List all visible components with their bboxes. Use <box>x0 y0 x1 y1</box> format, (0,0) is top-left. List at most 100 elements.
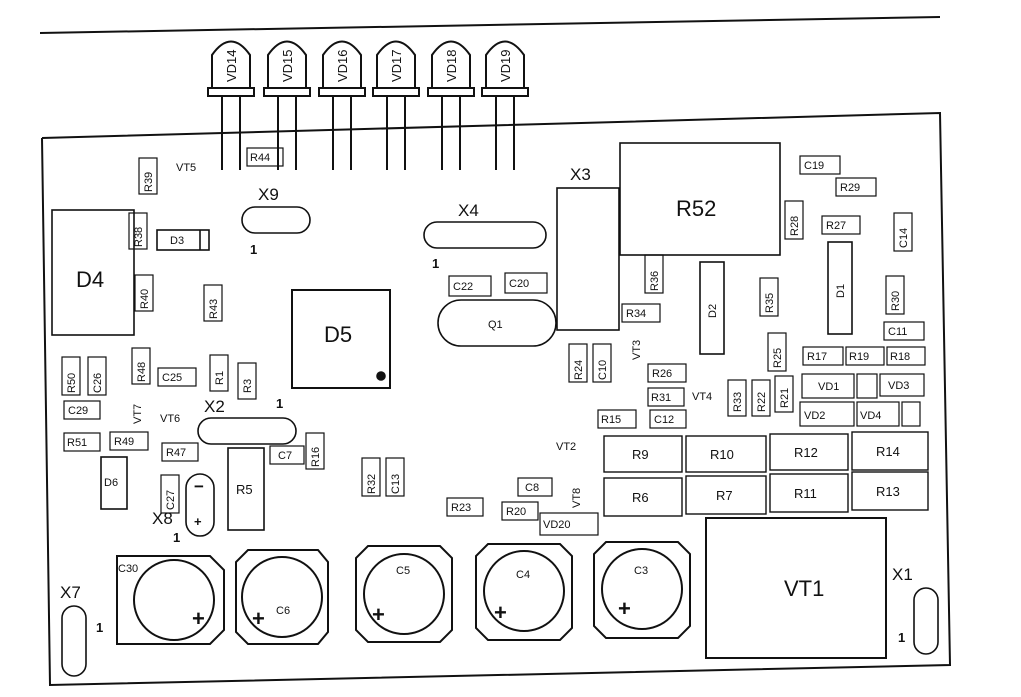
label-c26: C26 <box>92 373 104 393</box>
led-label-vd15: VD15 <box>280 49 295 82</box>
resistor-r10-body <box>685 435 767 473</box>
c6-plus-mark: + <box>252 606 265 631</box>
label-r19: R19 <box>849 351 869 363</box>
label-c13: C13 <box>390 474 402 494</box>
connector-label-x2: X2 <box>204 397 225 416</box>
label-r34: R34 <box>626 308 646 320</box>
label-r26: R26 <box>652 368 672 380</box>
led-labels: VD14 VD15 VD16 VD17 VD18 VD19 <box>224 49 513 82</box>
c5-plus-mark: + <box>372 602 385 627</box>
ic-d4-body <box>51 209 135 336</box>
cap-c5 <box>355 545 453 643</box>
crystal-q1-body <box>437 299 557 347</box>
resistor-r14-body <box>851 431 929 471</box>
led-label-vd16: VD16 <box>335 49 350 82</box>
connector-pin1-x7: 1 <box>96 620 103 635</box>
cap-c4 <box>475 543 573 641</box>
ic-label-d6: D6 <box>104 477 118 489</box>
label-r44: R44 <box>250 152 270 164</box>
label-r31: R31 <box>651 392 671 404</box>
label-c11: C11 <box>888 326 907 338</box>
c3-plus-mark: + <box>618 596 631 621</box>
resistor-r12-body <box>769 433 849 471</box>
label-r17: R17 <box>807 351 827 363</box>
label-c25: C25 <box>162 372 182 384</box>
led-label-vd17: VD17 <box>389 49 404 82</box>
resistor-r5-body <box>227 447 265 531</box>
led-row <box>207 40 529 170</box>
cap-c6 <box>235 549 329 645</box>
label-r10: R10 <box>710 447 734 462</box>
transistor-label-vt1: VT1 <box>784 576 824 601</box>
label-r1: R1 <box>214 371 226 385</box>
top-rule <box>39 16 941 34</box>
x8-plus-mark: + <box>194 514 202 529</box>
led-vd19 <box>481 40 529 170</box>
label-r33: R33 <box>732 392 744 412</box>
ic-label-d2: D2 <box>707 304 719 318</box>
label-r50: R50 <box>66 373 78 393</box>
label-c5: C5 <box>396 565 410 577</box>
connector-x8-body <box>185 473 215 537</box>
resistor-r13-body <box>851 471 929 511</box>
label-c19: C19 <box>804 160 824 172</box>
connector-pin1-x9: 1 <box>250 242 257 257</box>
transistor-vt1-body <box>705 517 887 659</box>
resistor-r9-body <box>603 435 683 473</box>
label-c6: C6 <box>276 605 290 617</box>
label-r3: R3 <box>242 379 254 393</box>
label-r36: R36 <box>649 271 661 291</box>
label-r5: R5 <box>236 482 253 497</box>
label-r47: R47 <box>166 447 186 459</box>
label-r11: R11 <box>794 486 817 501</box>
ic-label-d3: D3 <box>170 235 184 247</box>
connector-x2-body <box>197 417 297 445</box>
label-vt5: VT5 <box>176 162 196 174</box>
board-outline <box>41 111 952 687</box>
label-c10: C10 <box>597 360 609 380</box>
led-label-vd19: VD19 <box>498 49 513 82</box>
label-r16: R16 <box>310 447 322 467</box>
ic-label-d4: D4 <box>76 267 104 292</box>
label-vd2: VD2 <box>804 410 825 422</box>
label-c22: C22 <box>453 281 473 293</box>
resistor-label-r52: R52 <box>676 196 716 221</box>
label-vt4: VT4 <box>692 391 712 403</box>
label-vd1: VD1 <box>818 381 839 393</box>
ic-d1-body <box>827 241 853 335</box>
connector-x9-body <box>241 206 311 234</box>
label-r20: R20 <box>506 506 526 518</box>
label-r9: R9 <box>632 447 649 462</box>
label-r27: R27 <box>826 220 846 232</box>
label-vt3: VT3 <box>631 340 643 360</box>
connector-label-x7: X7 <box>60 583 81 602</box>
label-vt8: VT8 <box>571 488 583 508</box>
c30-plus-mark: + <box>192 606 205 631</box>
resistor-r7-body <box>685 475 767 515</box>
label-r49: R49 <box>114 436 134 448</box>
resistor-r52-body <box>619 142 781 256</box>
label-r38: R38 <box>133 227 145 247</box>
diode-d6-body <box>100 456 128 510</box>
ic-label-d5: D5 <box>324 322 352 347</box>
label-r39: R39 <box>143 172 155 192</box>
label-r22: R22 <box>756 392 768 412</box>
label-c29: C29 <box>68 405 88 417</box>
label-c14: C14 <box>898 228 910 248</box>
ic-d5-body <box>291 289 391 389</box>
led-vd17 <box>372 40 420 170</box>
ic-d5-pin1-dot <box>376 371 386 381</box>
ic-d2-body <box>699 261 725 355</box>
led-vd18 <box>427 40 475 170</box>
label-r18: R18 <box>890 351 910 363</box>
led-vd14 <box>207 40 255 170</box>
label-r7: R7 <box>716 488 733 503</box>
label-r29: R29 <box>840 182 860 194</box>
connector-x4-body <box>423 221 547 249</box>
label-r30: R30 <box>890 291 902 311</box>
resistor-r11-body <box>769 473 849 513</box>
label-r28: R28 <box>789 216 801 236</box>
label-r21: R21 <box>779 388 791 408</box>
label-vt2: VT2 <box>556 441 576 453</box>
label-vt7: VT7 <box>132 404 144 424</box>
